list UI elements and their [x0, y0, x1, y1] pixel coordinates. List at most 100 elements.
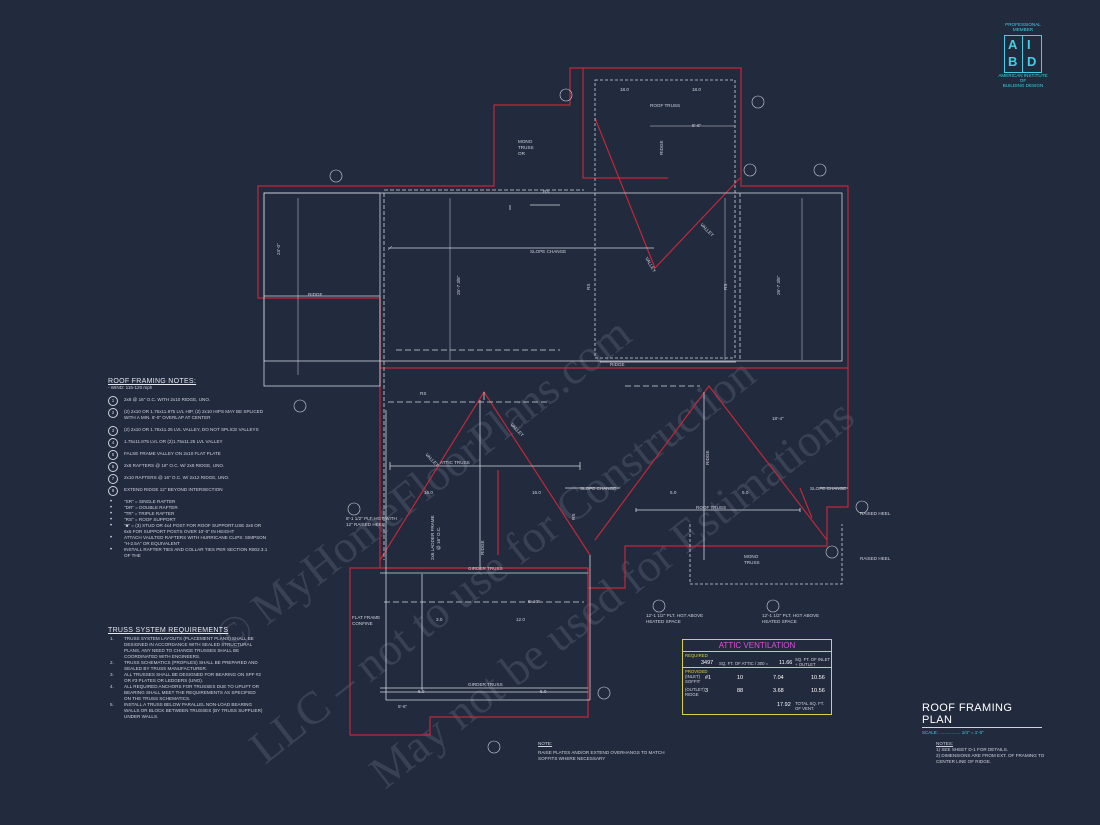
logo-bottom-line-2: OF	[1019, 78, 1027, 83]
plt-hgt-label-1: 8'-1 1/2" PLT. HGT WITH	[346, 516, 397, 521]
dim-label: 12.0	[516, 617, 525, 622]
ridge-label-left: RIDGE	[308, 292, 323, 297]
roof-note-text: 2x10 RAFTERS @ 16" O.C. W/ 2x12 RIDGE, U…	[124, 475, 230, 480]
roof-note-text: 2x8 RAFTERS @ 16" O.C. W/ 2x8 RIDGE, UNO…	[124, 463, 225, 468]
logo-divider	[1022, 36, 1023, 72]
dim-label: 5.0	[418, 689, 425, 694]
vent-row-kind: (INLET) SOFFIT	[685, 674, 701, 684]
section-markers	[293, 88, 869, 754]
right-note-1: 1) SEE SHEET D-1 FOR DETAILS.	[936, 747, 1009, 752]
total-value: 17.92	[777, 702, 791, 708]
section-marker	[329, 169, 343, 183]
note-number-circle: 1	[108, 396, 118, 406]
mono-truss-label-2: TRUSS	[518, 145, 534, 150]
vent-row-total: 10.56	[811, 688, 825, 694]
truss-requirement-item: 5.INSTALL A TRUSS BELOW PARALLEL NON-LOA…	[108, 702, 263, 720]
logo-top-line-1: PROFESSIONAL	[1005, 22, 1041, 27]
plan-labels: ROOF TRUSS MONO TRUSS OR RS SLOPE CHANGE…	[308, 87, 891, 709]
truss-requirement-number: 4.	[110, 684, 114, 689]
slope-change-label-top: SLOPE CHANGE	[530, 249, 566, 254]
roof-note-bullet: •"DR" = DOUBLE RAFTER	[108, 505, 268, 511]
bottom-note: NOTE: RAISE PLATES AND/OR EXTEND OVERHAN…	[538, 741, 668, 762]
bullet-dot: •	[110, 547, 113, 553]
ridge-label-vertical: RIDGE	[480, 540, 485, 555]
section-marker	[347, 502, 361, 516]
required-result: 11.66	[779, 660, 793, 666]
section-marker	[293, 399, 307, 413]
vent-row-a: #1	[705, 675, 712, 681]
note-number-circle: 7	[108, 474, 118, 484]
ridge-label-vertical: RIDGE	[705, 450, 710, 465]
note-number-circle: 4	[108, 438, 118, 448]
section-marker	[825, 545, 839, 559]
truss-requirement-text: TRUSS SCHEMATICS (PROFILES) SHALL BE PRE…	[124, 660, 258, 671]
flat-frame-1: FLAT FRAME	[352, 615, 380, 620]
dim-label: 18'-4"	[772, 416, 784, 421]
flat-frame-2: CONFINE	[352, 621, 373, 626]
plan-title: ROOF FRAMING PLAN	[922, 702, 1013, 726]
attic-ventilation-title: ATTIC VENTILATION	[683, 640, 831, 652]
truss-requirement-text: INSTALL A TRUSS BELOW PARALLEL NON-LOAD …	[124, 702, 263, 719]
required-text: SQ. FT. OF ATTIC / 300 =	[719, 661, 769, 666]
mono-walls	[689, 524, 843, 585]
roof-note-text: (2) 2x10 OR 1.75x11.25 LVL VALLEY, DO NO…	[124, 427, 259, 432]
logo-top-line-2: MEMBER	[1012, 27, 1034, 32]
section-marker	[813, 163, 827, 177]
note-number-circle: 6	[108, 462, 118, 472]
title-underline	[922, 727, 1042, 728]
logo-letter-a: A	[1008, 37, 1018, 52]
truss-requirement-text: ALL REQUIRED ANCHORS FOR TRUSSES DUE TO …	[124, 684, 260, 701]
roof-note-bullet: • "■" = (3) STUD OR 4x4 POST FOR ROOF SUP…	[108, 523, 268, 535]
note-number-circle: 5	[108, 450, 118, 460]
valley-label: VALLEY	[699, 222, 715, 238]
heated-space-3: 12'-1 1/2" PLT. HGT ABOVE	[762, 613, 819, 618]
rs-label: RS	[543, 189, 549, 194]
truss-requirement-item: 3.ALL TRUSSES SHALL BE DESIGNED FOR BEAR…	[108, 672, 263, 684]
plan-title-block: ROOF FRAMING PLAN SCALE: ...............…	[922, 702, 1042, 735]
roof-notes-title: ROOF FRAMING NOTES:	[108, 378, 197, 385]
bullet-dot: •	[110, 505, 113, 511]
heated-space-4: HEATED SPACE	[762, 619, 797, 624]
ridges-mid	[479, 392, 705, 570]
dim-label: 16.0	[424, 490, 433, 495]
roof-note-bullet: •INSTALL RAFTER TIES AND COLLAR TIES PER…	[108, 547, 268, 559]
roof-truss-top-label: ROOF TRUSS	[650, 103, 680, 108]
required-label: REQUIRED	[685, 653, 708, 658]
truss-requirements: TRUSS SYSTEM REQUIREMENTS 1.TRUSS SYSTEM…	[108, 627, 263, 720]
attic-ventilation-table: ATTIC VENTILATION REQUIRED 3497 SQ. FT. …	[682, 639, 832, 715]
roof-note-bullet-text: "TR" = TRIPLE RAFTER	[124, 511, 175, 516]
bullet-dot: •	[110, 523, 113, 529]
section-marker	[597, 686, 611, 700]
truss-requirement-number: 3.	[110, 672, 114, 677]
bullet-dot: •	[110, 535, 113, 541]
logo-letter-b: B	[1008, 54, 1018, 69]
vent-row-b: 88	[737, 688, 744, 694]
attic-truss-dim	[389, 462, 581, 470]
roof-note-bullet: •"RS" = ROOF SUPPORT	[108, 517, 268, 523]
right-note-2: 2) DIMENSIONS ARE FROM EXT. OF FRAMING T…	[936, 753, 1045, 764]
bottom-note-text: RAISE PLATES AND/OR EXTEND OVERHANGS TO …	[538, 750, 665, 761]
scale-text: SCALE: ................. 1/4" = 1'-0"	[922, 729, 984, 735]
raised-heel-label: RAISED HEEL	[860, 511, 891, 516]
dim-label: 5'-6"	[398, 704, 408, 709]
mono-truss-label-1: MONO	[518, 139, 533, 144]
vent-row-c: 7.04	[773, 675, 784, 681]
roof-outline-inner	[582, 68, 668, 179]
girder-truss-label-2: GIRDER TRUSS	[468, 682, 503, 687]
mono-truss-mid-1: MONO	[744, 554, 759, 559]
provided-label: PROVIDED	[685, 669, 708, 674]
vent-row-kind: (OUTLET) RIDGE	[685, 687, 705, 697]
dim-label: 5'-10"	[528, 599, 540, 604]
bullet-dot: •	[110, 499, 113, 505]
roof-note-bullet-text: "■" = (3) STUD OR 4x4 POST FOR ROOF SUPP…	[124, 523, 262, 534]
section-marker	[766, 599, 780, 613]
note-number-circle: 3	[108, 426, 118, 436]
girder-lines	[380, 572, 588, 693]
roof-note-bullet-text: "RS" = ROOF SUPPORT	[124, 517, 176, 522]
required-value: 3497	[701, 660, 714, 666]
note-number-circle: 2	[108, 408, 118, 418]
